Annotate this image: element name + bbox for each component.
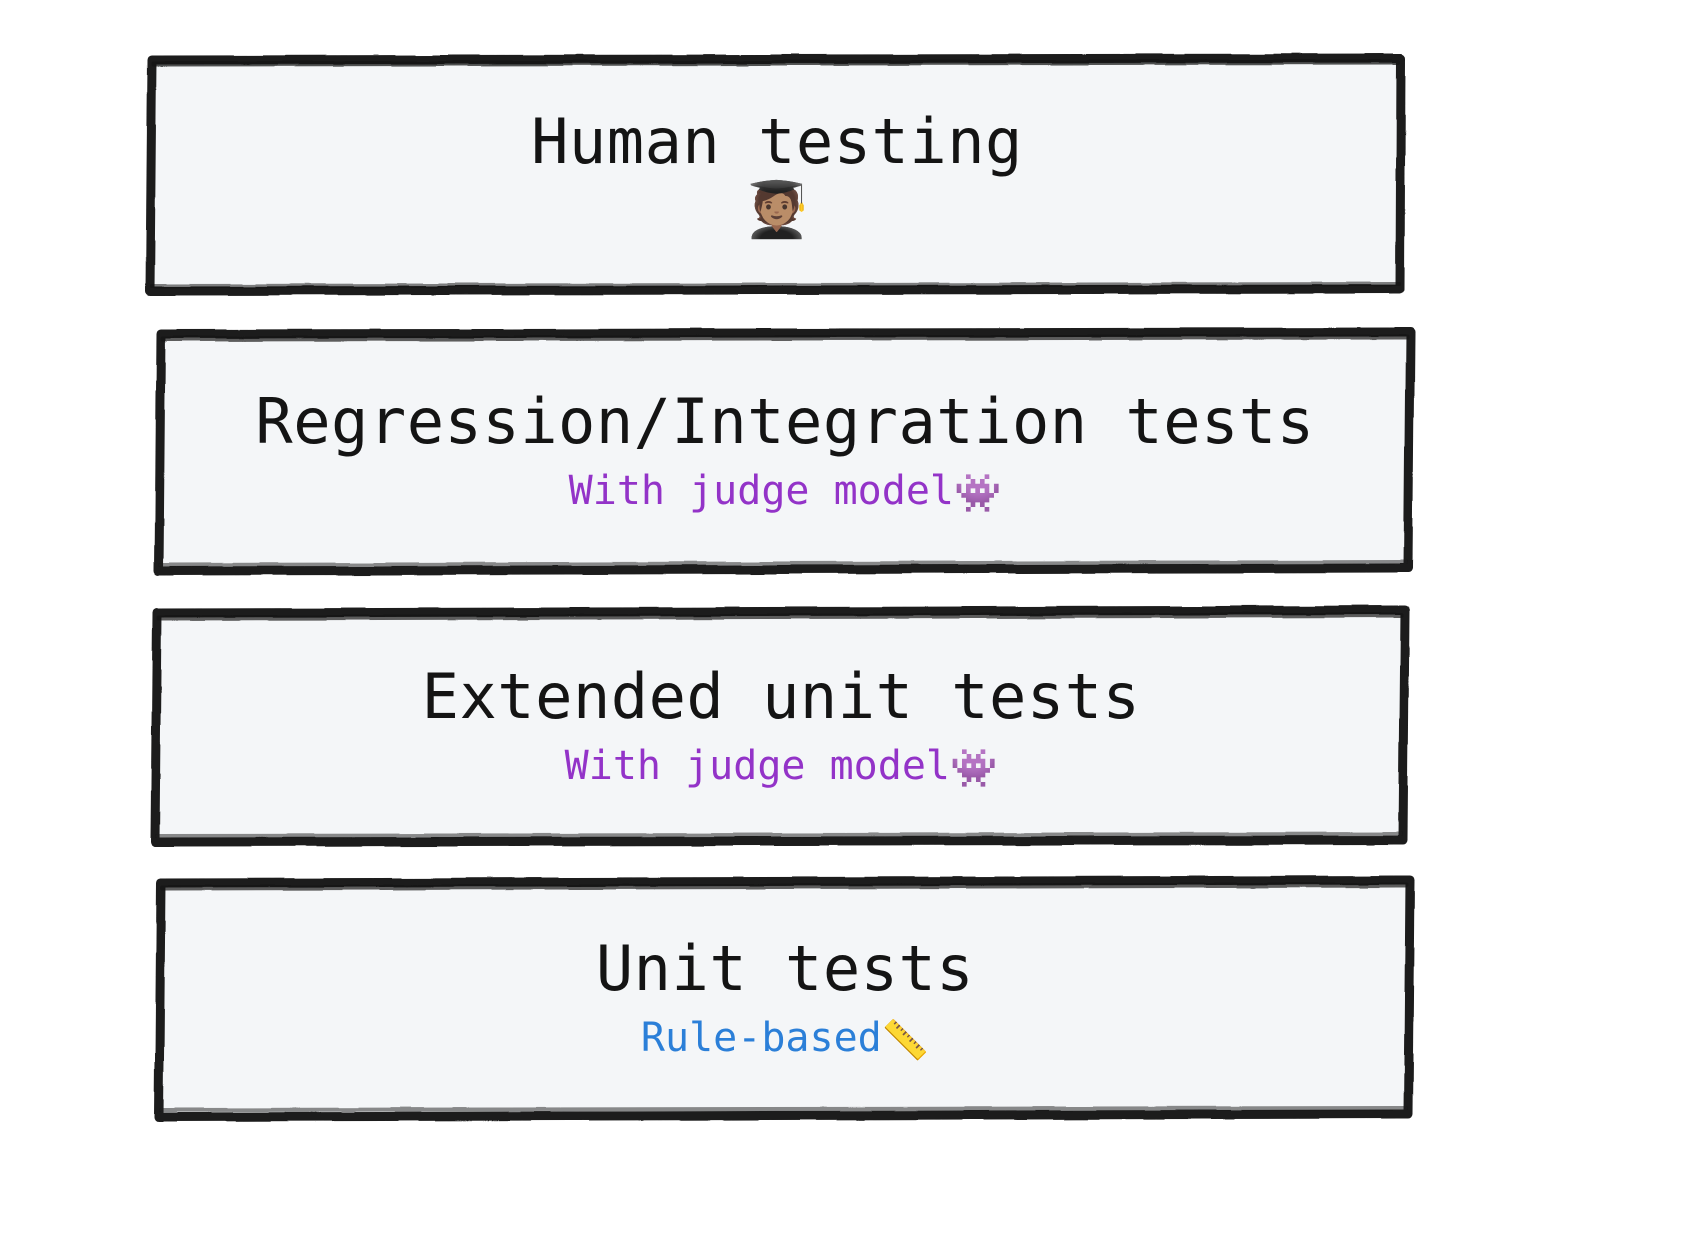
layer-subtitle-text-extended: With judge model <box>564 742 950 789</box>
layer-subtitle-text-regression: With judge model <box>568 467 954 514</box>
layer-content-extended: Extended unit tests With judge model👾 <box>421 659 1141 787</box>
layer-regression-integration-tests[interactable]: Regression/Integration tests With judge … <box>160 332 1410 570</box>
layer-title-regression-integration-tests: Regression/Integration tests <box>255 384 1315 458</box>
alien-monster-emoji: 👾 <box>953 470 1002 515</box>
layer-subtitle-unit: Rule-based📏 <box>641 1018 929 1059</box>
layer-subtitle-extended: With judge model👾 <box>565 746 998 787</box>
layer-content-regression: Regression/Integration tests With judge … <box>255 384 1315 512</box>
layer-human-testing[interactable]: Human testing 🧑🏽‍🎓 <box>152 58 1402 290</box>
layer-content-unit: Unit tests Rule-based📏 <box>595 931 975 1059</box>
layer-title-unit-tests: Unit tests <box>595 931 975 1005</box>
layer-subtitle-regression: With judge model👾 <box>569 471 1002 512</box>
layer-subtitle-text-unit: Rule-based <box>640 1014 882 1061</box>
layer-title-human-testing: Human testing <box>531 105 1023 178</box>
layer-title-extended-unit-tests: Extended unit tests <box>421 659 1141 733</box>
student-graduate-emoji: 🧑🏽‍🎓 <box>743 178 811 241</box>
alien-monster-emoji: 👾 <box>949 745 998 790</box>
layer-unit-tests[interactable]: Unit tests Rule-based📏 <box>160 880 1410 1116</box>
triangular-ruler-emoji: 📏 <box>881 1017 930 1062</box>
layer-extended-unit-tests[interactable]: Extended unit tests With judge model👾 <box>156 610 1406 842</box>
